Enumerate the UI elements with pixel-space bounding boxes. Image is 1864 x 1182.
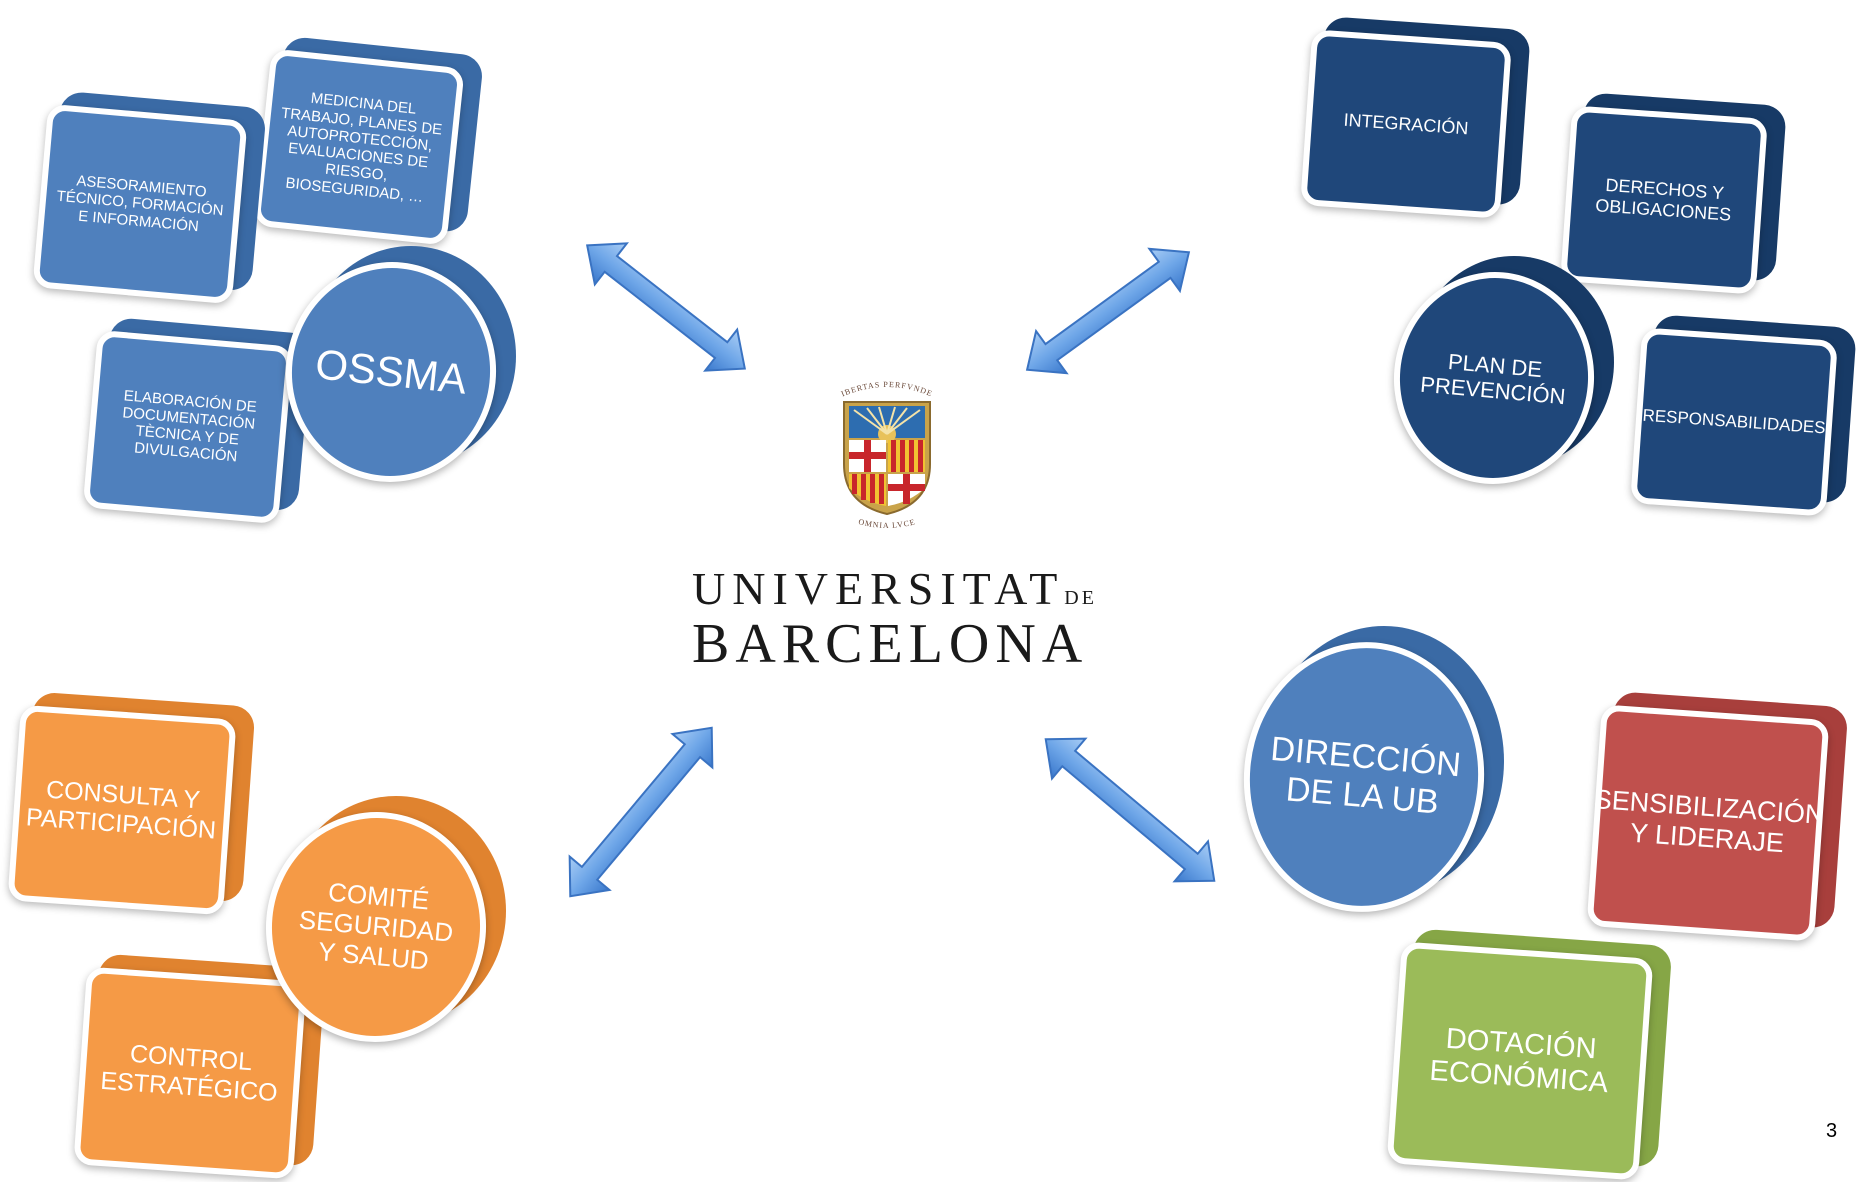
university-name-universitat: UNIVERSITAT bbox=[692, 563, 1065, 614]
box-label: DERECHOS Y OBLIGACIONES bbox=[1560, 105, 1768, 295]
comite-box-consulta: CONSULTA Y PARTICIPACIÓN bbox=[7, 691, 256, 916]
plan-box-integracion: INTEGRACIÓN bbox=[1300, 16, 1531, 219]
coat-of-arms-icon: LIBERTAS PERFVNDET OMNIA LVCE bbox=[834, 378, 934, 530]
double-arrow-bottom-left-icon bbox=[568, 726, 714, 898]
svg-text:OMNIA LVCE: OMNIA LVCE bbox=[858, 517, 917, 530]
university-name-line2: BARCELONA bbox=[692, 613, 1089, 675]
box-label: ASESORAMIENTO TÉCNICO, FORMACIÓN E INFOR… bbox=[32, 103, 248, 305]
comite-disc: COMITÉ SEGURIDAD Y SALUD bbox=[256, 796, 506, 1052]
direccion-box-sensibilizacion: SENSIBILIZACIÓN Y LIDERAJE bbox=[1586, 691, 1849, 942]
double-arrow-bottom-right-icon bbox=[1044, 737, 1216, 883]
motto-bottom: OMNIA LVCE bbox=[858, 517, 916, 530]
box-label: SENSIBILIZACIÓN Y LIDERAJE bbox=[1586, 704, 1830, 942]
ossma-box-medicina: MEDICINA DEL TRABAJO, PLANES DE AUTOPROT… bbox=[253, 35, 485, 246]
university-name-line1: UNIVERSITATDE bbox=[692, 562, 1094, 615]
university-name-de: DE bbox=[1064, 587, 1097, 609]
box-label: ELABORACIÓN DE DOCUMENTACIÓN TÈCNICA Y D… bbox=[82, 329, 294, 525]
svg-text:LIBERTAS PERFVNDET: LIBERTAS PERFVNDET bbox=[834, 378, 934, 398]
university-logo: LIBERTAS PERFVNDET OMNIA LVCE UNIVERSITA… bbox=[680, 372, 1100, 675]
ossma-disc: OSSMA bbox=[275, 246, 516, 493]
plan-box-derechos: DERECHOS Y OBLIGACIONES bbox=[1560, 92, 1787, 295]
double-arrow-top-left-icon bbox=[585, 242, 747, 372]
direccion-box-dotacion: DOTACIÓN ECONÓMICA bbox=[1386, 928, 1673, 1181]
page-number: 3 bbox=[1826, 1120, 1838, 1142]
direccion-disc: DIRECCIÓN DE LA UB bbox=[1232, 626, 1504, 922]
box-label: MEDICINA DEL TRABAJO, PLANES DE AUTOPROT… bbox=[253, 48, 465, 246]
box-label: DOTACIÓN ECONÓMICA bbox=[1386, 941, 1654, 1181]
ossma-box-asesoramiento: ASESORAMIENTO TÉCNICO, FORMACIÓN E INFOR… bbox=[32, 90, 267, 305]
motto-top: LIBERTAS PERFVNDET bbox=[834, 378, 933, 398]
box-label: RESPONSABILIDADES bbox=[1630, 327, 1838, 517]
double-arrow-top-right-icon bbox=[1025, 247, 1191, 375]
plan-disc: PLAN DE PREVENCIÓN bbox=[1385, 256, 1614, 493]
plan-box-responsabilidades: RESPONSABILIDADES bbox=[1630, 314, 1857, 517]
box-label: CONSULTA Y PARTICIPACIÓN bbox=[7, 704, 237, 916]
box-label: INTEGRACIÓN bbox=[1300, 29, 1512, 219]
ossma-box-elaboracion: ELABORACIÓN DE DOCUMENTACIÓN TÈCNICA Y D… bbox=[82, 316, 313, 525]
